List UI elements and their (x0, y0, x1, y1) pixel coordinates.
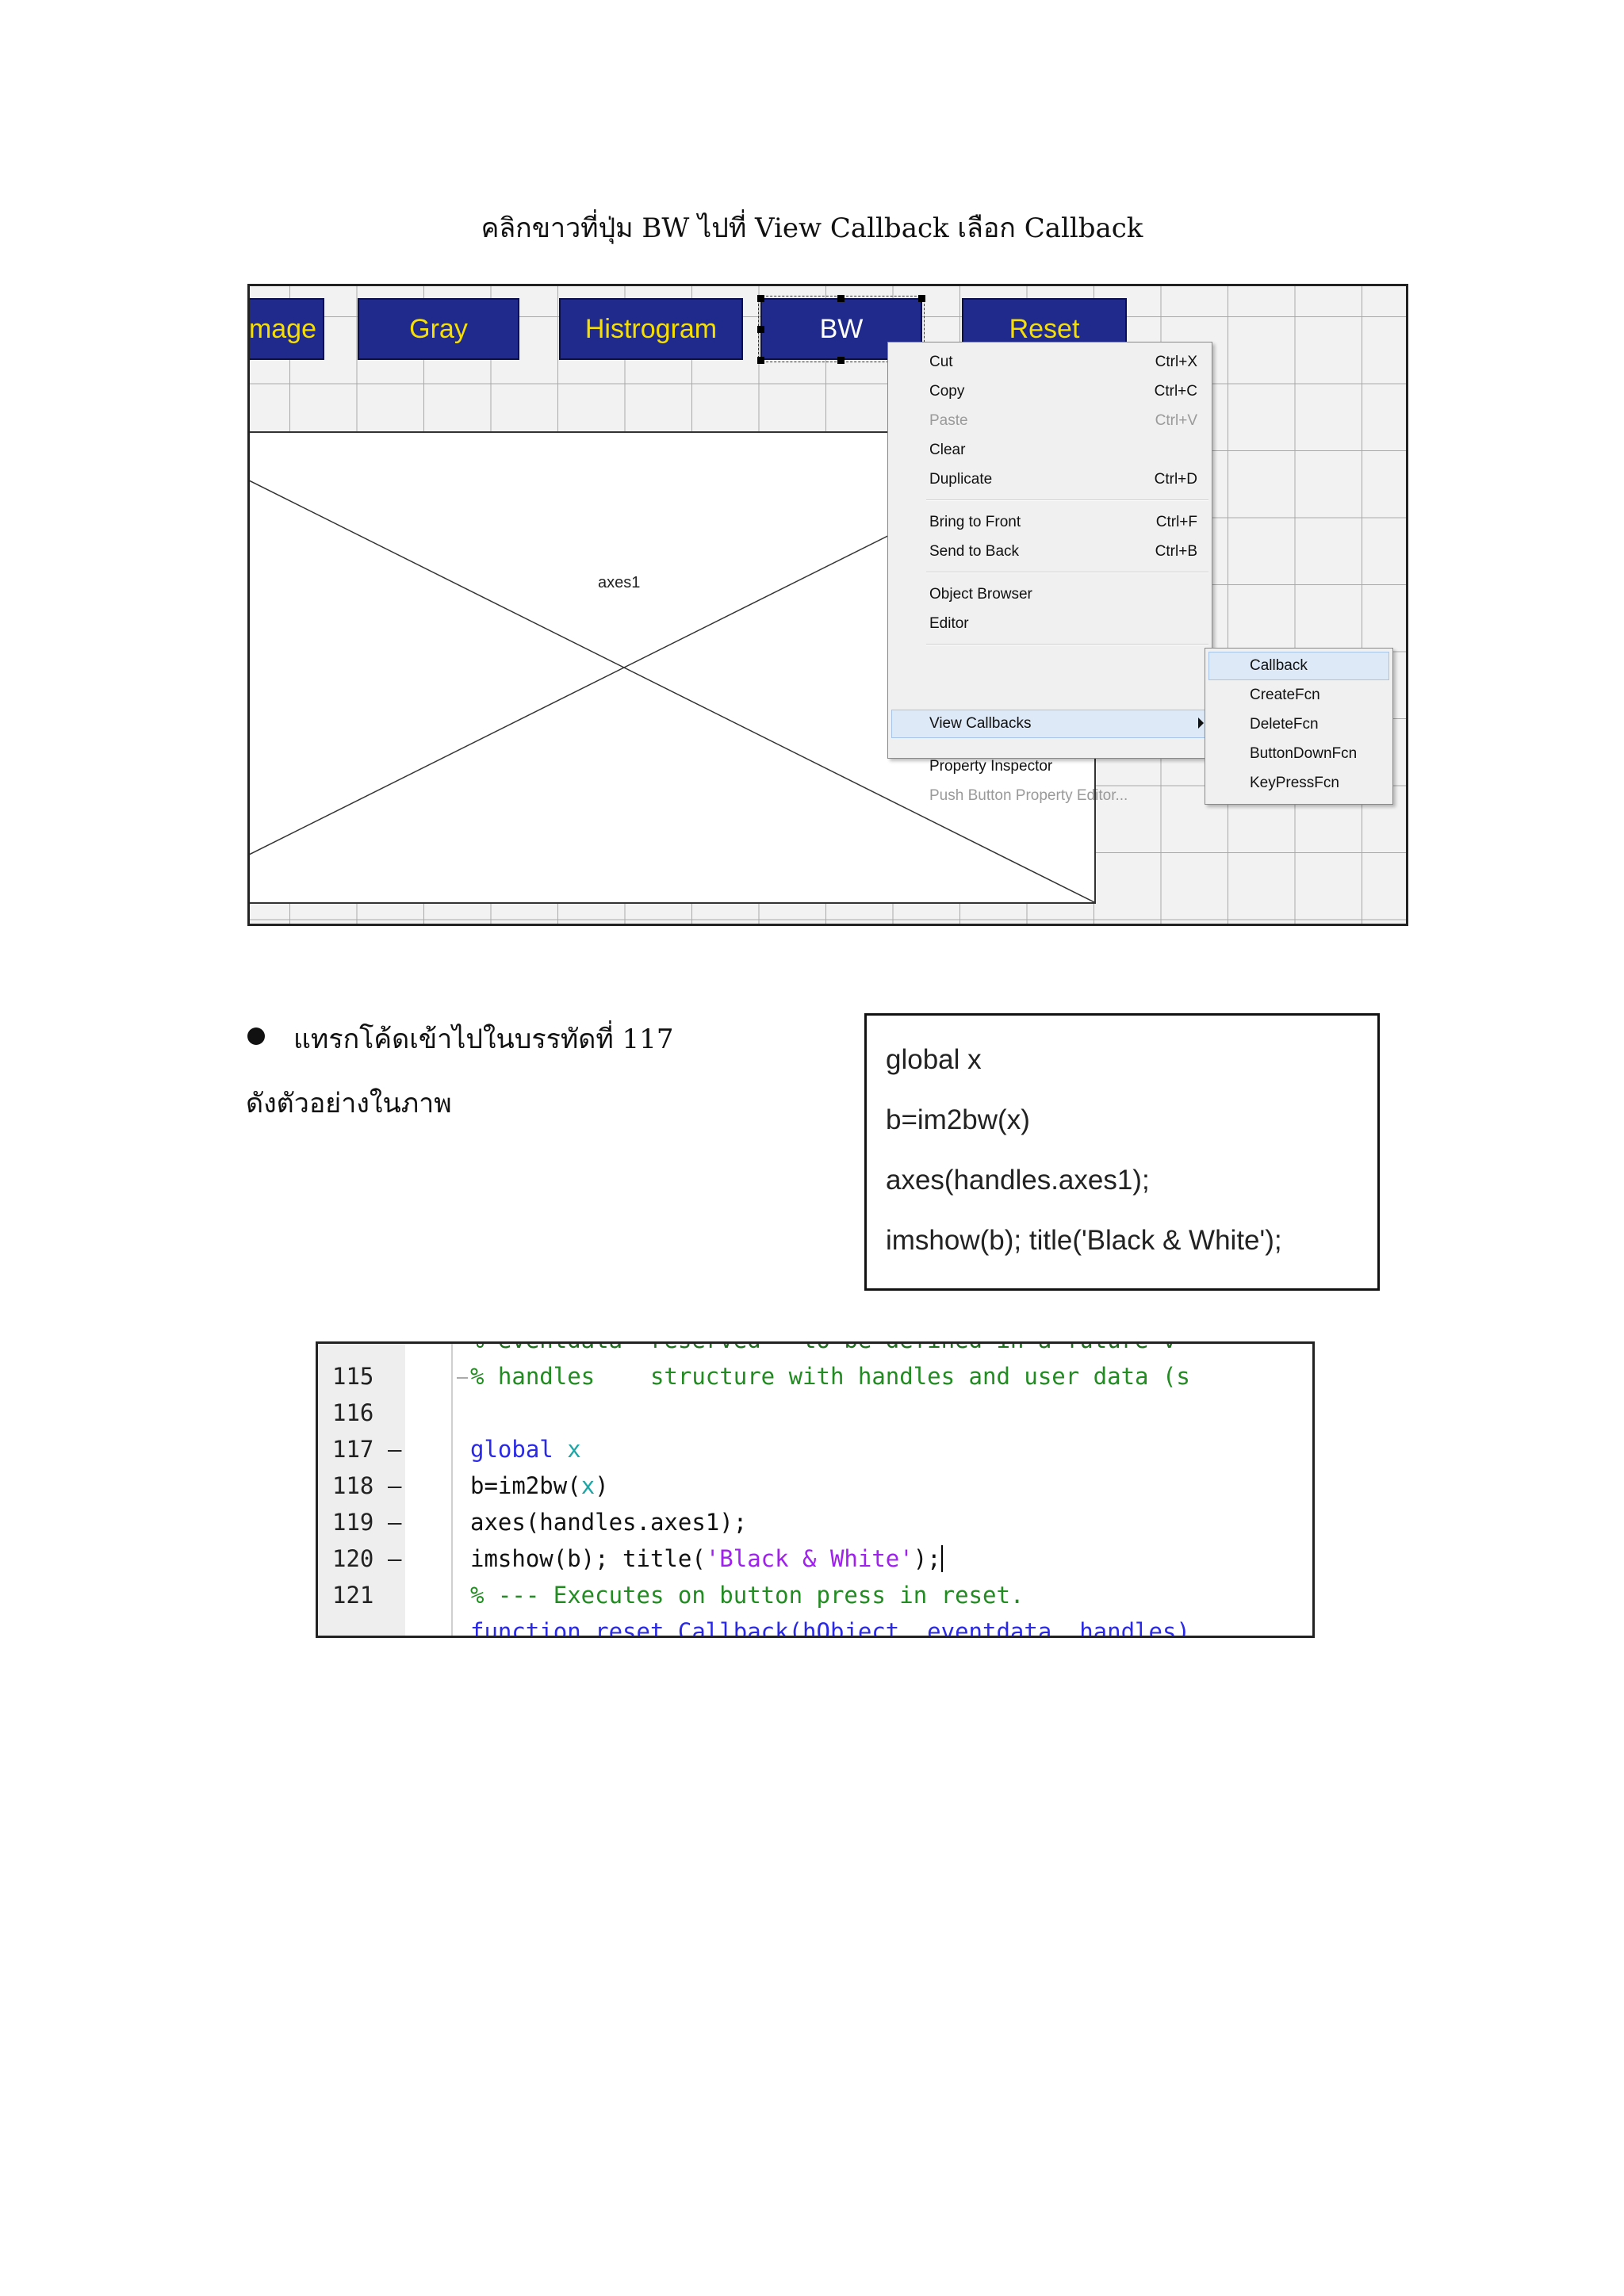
submenu-item-keypressfcn[interactable]: KeyPressFcn (1250, 775, 1339, 791)
fold-marker (457, 1377, 468, 1379)
image-button[interactable]: mage (250, 298, 324, 360)
menu-item-object-browser[interactable]: Object Browser (929, 586, 1032, 603)
menu-item-bring-to-front[interactable]: Bring to Front (929, 514, 1021, 530)
selection-handle[interactable] (757, 357, 764, 364)
bw-button[interactable]: BW (758, 296, 925, 362)
code-line-121: % --- Executes on button press in reset. (470, 1582, 1025, 1609)
context-menu: Cut Ctrl+X Copy Ctrl+C Paste Ctrl+V Clea… (887, 342, 1212, 804)
axes-label: axes1 (598, 574, 641, 591)
code-fold-line (451, 1344, 453, 1636)
menu-item-copy[interactable]: Copy (929, 383, 965, 400)
submenu-arrow-icon (1198, 718, 1204, 729)
callback-highlight (1208, 652, 1389, 680)
menu-shortcut: Ctrl+C (1154, 383, 1197, 400)
bullet-icon (247, 1027, 265, 1045)
menu-shortcut: Ctrl+X (1155, 354, 1197, 370)
selection-handle[interactable] (757, 326, 764, 333)
submenu-item-buttondownfcn[interactable]: ButtonDownFcn (1250, 745, 1358, 762)
code-line-120: imshow(b); title('Black & White');​ (470, 1545, 943, 1572)
keyword-global: global (470, 1436, 553, 1463)
breakpoint-marker[interactable]: – (388, 1545, 402, 1572)
code-line-partial: function reset_Callback(hObject, eventda… (470, 1618, 1190, 1638)
matlab-editor-screenshot: % eventdata reserved - to be defined in … (316, 1341, 1315, 1638)
code-line-119: axes(handles.axes1); (470, 1509, 748, 1536)
menu-item-paste[interactable]: Paste (929, 412, 968, 429)
code-token: ); (913, 1545, 941, 1572)
line-number: 116 (332, 1399, 374, 1426)
code-line-118: b=im2bw(x) (470, 1472, 609, 1499)
view-callbacks-highlight (891, 710, 1208, 738)
code-line-partial: % eventdata reserved - to be defined in … (470, 1344, 1176, 1353)
breakpoint-marker[interactable]: – (388, 1509, 402, 1536)
menu-item-send-to-back[interactable]: Send to Back (929, 543, 1020, 560)
histrogram-button[interactable]: Histrogram (559, 298, 743, 360)
menu-item-cut[interactable]: Cut (929, 354, 953, 370)
breakpoint-marker[interactable]: – (388, 1472, 402, 1499)
menu-item-property-inspector[interactable]: Property Inspector (929, 758, 1053, 775)
menu-separator (926, 572, 1208, 573)
menu-item-editor[interactable]: Editor (929, 615, 969, 632)
code-line: global x (886, 1044, 982, 1075)
variable-x: x (567, 1436, 581, 1463)
line-number: 117 (332, 1436, 374, 1463)
selection-handle[interactable] (837, 295, 845, 302)
line-number: 119 (332, 1509, 374, 1536)
code-token: b=im2bw( (470, 1472, 581, 1499)
code-sample-box: global x b=im2bw(x) axes(handles.axes1);… (864, 1013, 1380, 1291)
code-line: b=im2bw(x) (886, 1104, 1030, 1135)
menu-shortcut: Ctrl+D (1154, 471, 1197, 488)
text-cursor: ​ (940, 1545, 943, 1572)
menu-separator (926, 499, 1208, 501)
menu-item-duplicate[interactable]: Duplicate (929, 471, 993, 488)
selection-handle[interactable] (918, 295, 925, 302)
menu-shortcut: Ctrl+V (1155, 412, 1197, 429)
instruction-text: แทรกโค้ดเข้าไปในบรรทัดที่ 117 (293, 1024, 674, 1055)
line-number: 121 (332, 1582, 374, 1609)
line-number: 115 (332, 1363, 374, 1390)
code-token: imshow(b); title( (470, 1545, 706, 1572)
gray-button[interactable]: Gray (358, 298, 519, 360)
code-line-117: global x (470, 1436, 581, 1463)
submenu-item-deletefcn[interactable]: DeleteFcn (1250, 716, 1319, 733)
selection-handle[interactable] (837, 357, 845, 364)
line-number: 120 (332, 1545, 374, 1572)
breakpoint-marker[interactable]: – (388, 1436, 402, 1463)
view-callbacks-submenu: Callback CreateFcn DeleteFcn ButtonDownF… (1205, 648, 1393, 805)
string-literal: 'Black & White' (705, 1545, 914, 1572)
menu-separator (926, 644, 1208, 645)
page-heading: คลิกขาวที่ปุ่ม BW ไปที่ View Callback เล… (481, 212, 1143, 244)
menu-item-clear[interactable]: Clear (929, 442, 966, 458)
submenu-item-callback[interactable]: Callback (1250, 657, 1308, 674)
line-number: 118 (332, 1472, 374, 1499)
code-line: axes(handles.axes1); (886, 1165, 1150, 1196)
menu-shortcut: Ctrl+B (1155, 543, 1197, 560)
menu-shortcut: Ctrl+F (1155, 514, 1197, 530)
code-line-115: % handles structure with handles and use… (470, 1363, 1190, 1390)
menu-item-view-callbacks[interactable]: View Callbacks (929, 715, 1032, 732)
line-number-gutter (318, 1344, 405, 1636)
menu-item-push-button-property-editor[interactable]: Push Button Property Editor... (929, 787, 1128, 804)
submenu-item-createfcn[interactable]: CreateFcn (1250, 687, 1320, 703)
guide-layout-screenshot: mage Gray Histrogram BW Reset axes1 Cut … (247, 284, 1408, 926)
instruction-text-continued: ดังตัวอย่างในภาพ (246, 1088, 452, 1119)
code-token: ) (595, 1472, 609, 1499)
variable-x: x (580, 1472, 596, 1499)
selection-handle[interactable] (757, 295, 764, 302)
code-line: imshow(b); title('Black & White'); (886, 1225, 1282, 1256)
